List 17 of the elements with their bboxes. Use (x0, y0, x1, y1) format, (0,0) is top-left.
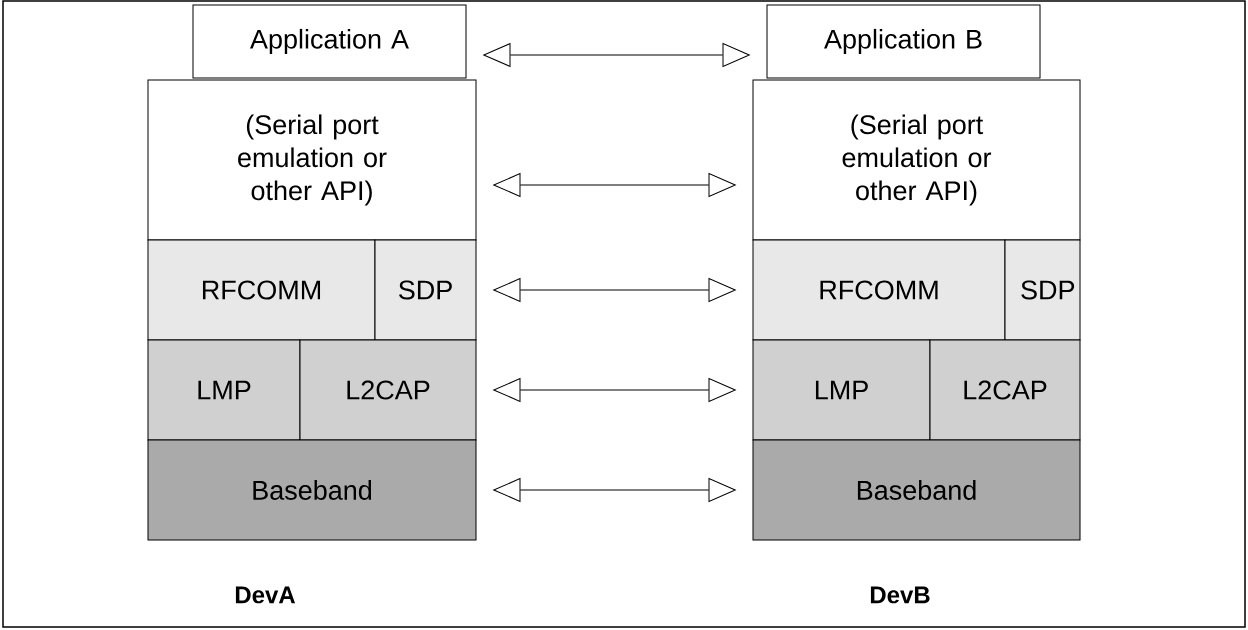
device-label: DevB (870, 586, 930, 604)
layer-box: L2CAP (929, 339, 1081, 441)
layer-box: SDP (1004, 239, 1081, 341)
layer-box: SDP (374, 239, 477, 341)
layer-box: LMP (147, 339, 301, 441)
double-arrow (493, 278, 736, 302)
device-label: DevA (235, 586, 296, 604)
layer-box: Baseband (752, 439, 1081, 541)
layer-box: LMP (752, 339, 931, 441)
layer-box: Application B (766, 4, 1041, 79)
double-arrow (493, 478, 736, 502)
layer-box: Baseband (147, 439, 477, 541)
double-arrow (493, 173, 736, 197)
double-arrow (483, 43, 750, 67)
double-arrow (493, 378, 736, 402)
layer-box: Application A (192, 4, 467, 79)
layer-box: L2CAP (299, 339, 477, 441)
